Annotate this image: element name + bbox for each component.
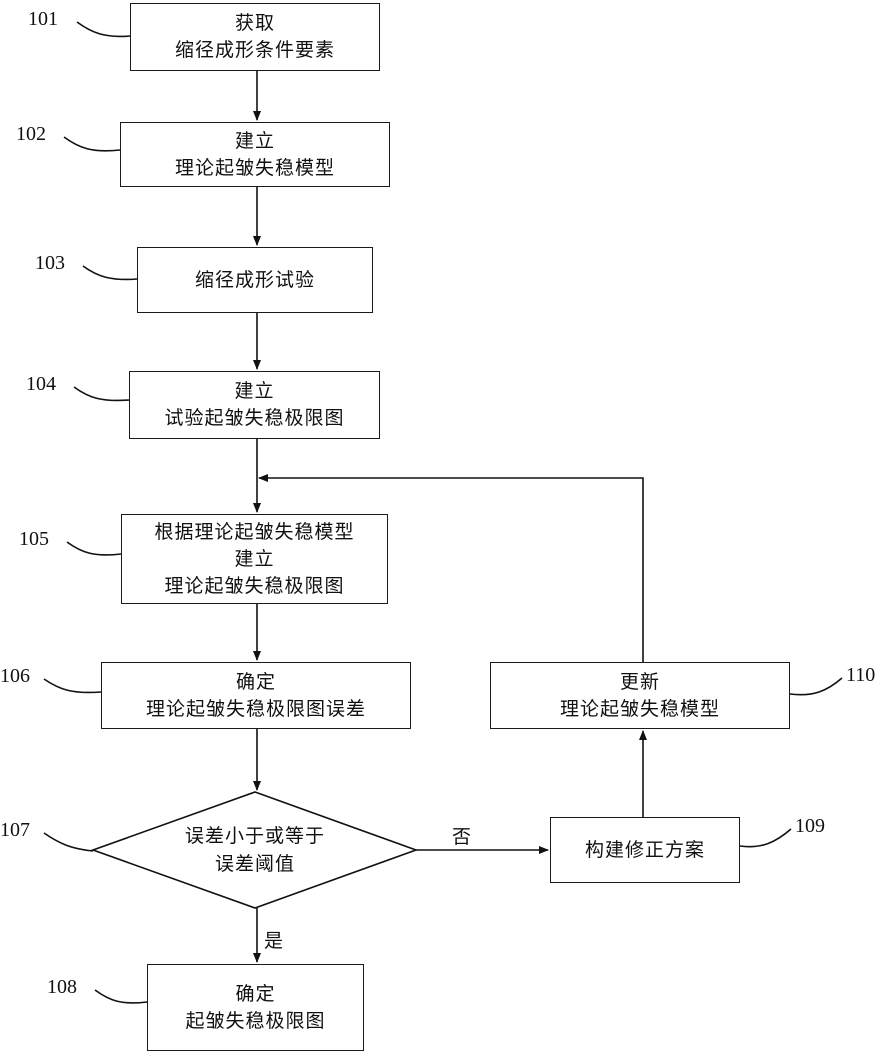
node-108-determine-limit-diagram: 确定 起皱失稳极限图 — [147, 964, 364, 1051]
node-105-line2: 建立 — [234, 546, 274, 573]
node-101-line2: 缩径成形条件要素 — [175, 37, 335, 64]
leader-106 — [44, 679, 101, 692]
node-107-line2: 误差阈值 — [215, 850, 295, 878]
step-number-103: 103 — [35, 252, 65, 275]
node-109-line1: 构建修正方案 — [585, 837, 705, 864]
node-105-build-theoretical-limit-diagram: 根据理论起皱失稳模型 建立 理论起皱失稳极限图 — [121, 514, 388, 604]
leader-104 — [74, 387, 129, 400]
leader-109 — [740, 829, 791, 847]
step-number-107: 107 — [0, 819, 30, 842]
leader-110 — [790, 678, 842, 695]
step-number-105: 105 — [19, 528, 49, 551]
node-104-build-test-limit-diagram: 建立 试验起皱失稳极限图 — [129, 371, 380, 439]
node-105-line3: 理论起皱失稳极限图 — [164, 573, 344, 600]
node-110-line2: 理论起皱失稳模型 — [560, 696, 720, 723]
node-103-line1: 缩径成形试验 — [195, 267, 315, 294]
leader-102 — [64, 137, 120, 151]
node-109-build-correction-plan: 构建修正方案 — [550, 817, 740, 883]
node-106-line2: 理论起皱失稳极限图误差 — [146, 696, 366, 723]
node-108-line1: 确定 — [235, 981, 275, 1008]
node-104-line2: 试验起皱失稳极限图 — [164, 405, 344, 432]
node-107-line1: 误差小于或等于 — [185, 822, 325, 850]
decision-107-text: 误差小于或等于 误差阈值 — [123, 812, 387, 888]
node-101-acquire-conditions: 获取 缩径成形条件要素 — [130, 3, 380, 71]
step-number-101: 101 — [28, 8, 58, 31]
step-number-109: 109 — [795, 815, 825, 838]
node-104-line1: 建立 — [234, 378, 274, 405]
node-102-build-theoretical-model: 建立 理论起皱失稳模型 — [120, 122, 390, 187]
step-number-110: 110 — [846, 664, 875, 687]
node-108-line2: 起皱失稳极限图 — [185, 1008, 325, 1035]
node-110-update-model: 更新 理论起皱失稳模型 — [490, 662, 790, 729]
step-number-104: 104 — [26, 373, 56, 396]
node-106-determine-error: 确定 理论起皱失稳极限图误差 — [101, 662, 411, 729]
node-102-line2: 理论起皱失稳模型 — [175, 155, 335, 182]
edge-label-yes: 是 — [264, 926, 283, 953]
leader-101 — [77, 22, 130, 36]
step-number-106: 106 — [0, 665, 30, 688]
leader-107 — [44, 833, 93, 851]
leader-103 — [83, 266, 137, 279]
node-106-line1: 确定 — [236, 669, 276, 696]
edge-label-no: 否 — [452, 822, 471, 849]
step-number-108: 108 — [47, 976, 77, 999]
leader-108 — [95, 990, 147, 1003]
node-105-line1: 根据理论起皱失稳模型 — [154, 519, 354, 546]
node-110-line1: 更新 — [620, 669, 660, 696]
step-number-102: 102 — [16, 123, 46, 146]
node-102-line1: 建立 — [235, 128, 275, 155]
node-101-line1: 获取 — [235, 10, 275, 37]
leader-105 — [67, 542, 121, 555]
node-103-forming-test: 缩径成形试验 — [137, 247, 373, 313]
